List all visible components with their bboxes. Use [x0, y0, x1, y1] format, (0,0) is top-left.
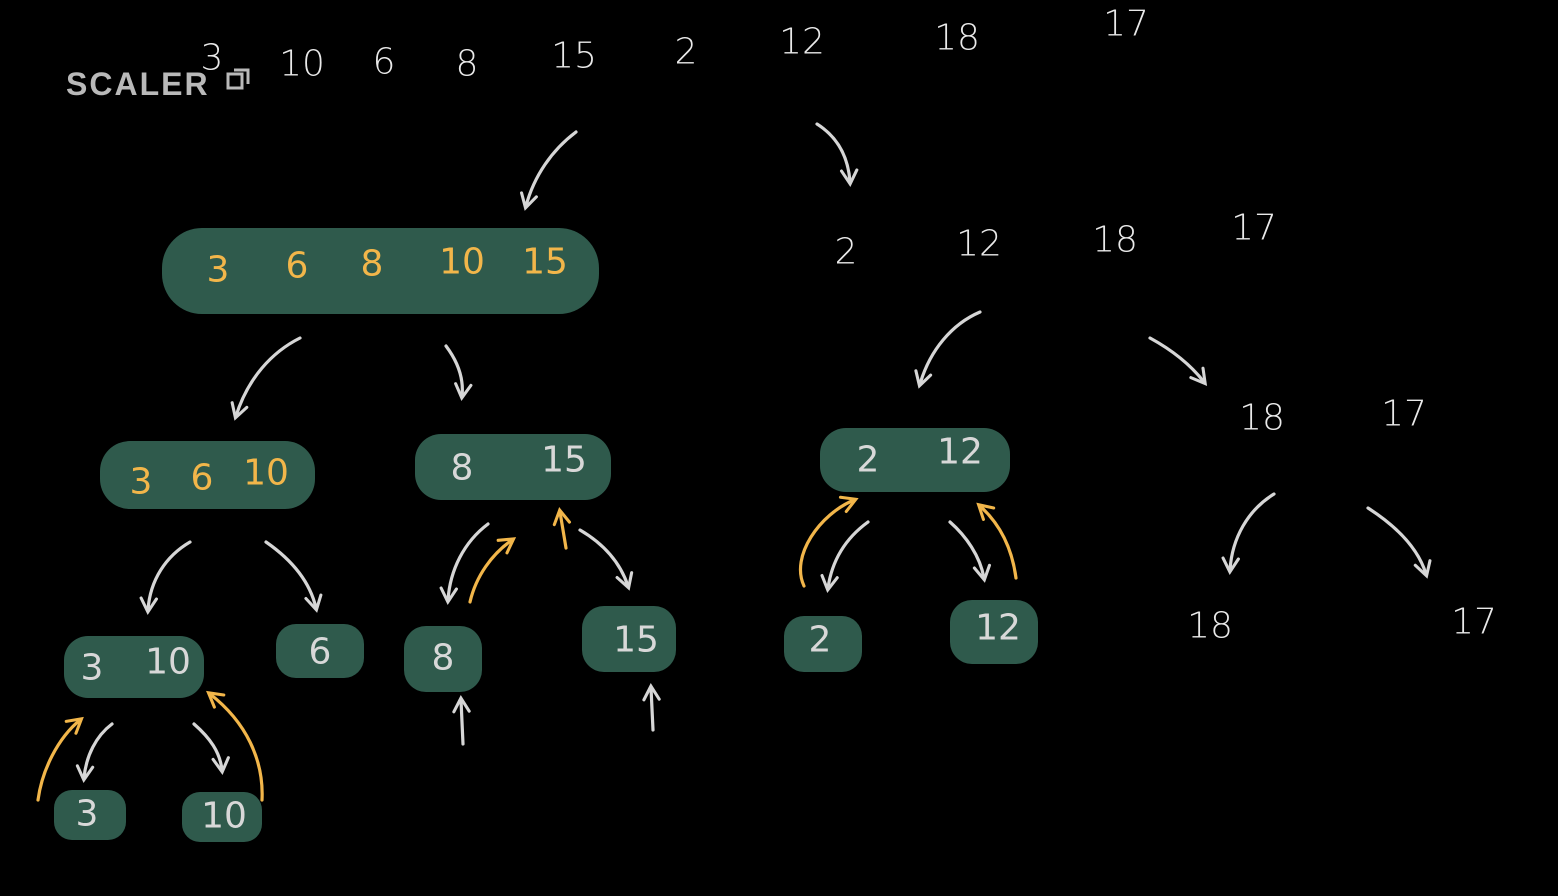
leaf-box [784, 616, 862, 672]
leaf-element: 18 [1187, 606, 1233, 647]
merged-element: 6 [191, 458, 214, 499]
split-18-17: 18 17 [1239, 394, 1427, 439]
split-arrow [75, 722, 114, 783]
split-element: 12 [956, 224, 1002, 265]
merge-arrow [552, 507, 572, 550]
merged-box [64, 636, 204, 698]
split-element: 18 [1239, 398, 1285, 439]
merged-element: 10 [439, 242, 485, 283]
merged-left-half: 3 6 8 10 15 [162, 228, 599, 314]
scaler-logo: SCALER [66, 66, 210, 102]
split-arrow [820, 520, 870, 593]
split-arrow [444, 344, 473, 401]
box-element: 3 [81, 648, 104, 689]
input-element: 3 [201, 38, 224, 79]
merge-arrow [206, 690, 264, 802]
leaf-element: 8 [432, 638, 455, 679]
split-arrow [1366, 506, 1432, 579]
input-element: 6 [373, 42, 396, 83]
merge-arrow [798, 495, 859, 588]
leaf-box [182, 792, 262, 842]
merged-box [276, 624, 364, 678]
merged-2-12: 2 12 [820, 428, 1010, 492]
merged-box [820, 428, 1010, 492]
leaf-element: 10 [201, 796, 247, 837]
split-arrow [578, 528, 634, 591]
box-element: 10 [145, 642, 191, 683]
split-arrow [264, 540, 323, 613]
leaf-12: 12 [950, 600, 1038, 664]
leaf-element: 17 [1451, 602, 1497, 643]
merged-element: 15 [522, 242, 568, 283]
merged-box [415, 434, 611, 500]
leaf-element: 3 [76, 794, 99, 835]
merged-element: 3 [207, 250, 230, 291]
split-arrow [192, 722, 230, 775]
split-arrow [1221, 492, 1276, 576]
pointer-arrow [642, 682, 661, 732]
right-half-split: 2 12 18 17 [835, 208, 1277, 273]
merged-element: 8 [361, 244, 384, 285]
merge-arrow [468, 537, 517, 604]
merged-8-15: 8 15 [415, 434, 611, 500]
split-arrow [815, 122, 859, 188]
split-arrow [914, 310, 982, 389]
input-element: 18 [934, 18, 980, 59]
leaf-2: 2 [784, 616, 862, 672]
merge-arrow [36, 716, 84, 802]
leaf-box [404, 626, 482, 692]
merged-element: 15 [541, 440, 587, 481]
input-element: 12 [779, 22, 825, 63]
input-element: 10 [279, 44, 325, 85]
split-arrow [439, 522, 490, 606]
input-element: 8 [456, 44, 479, 85]
merged-3-6-10: 3 6 10 [100, 441, 315, 509]
single-6: 6 [276, 624, 364, 678]
input-element: 15 [551, 36, 597, 77]
leaf-box [950, 600, 1038, 664]
split-arrow [520, 130, 578, 211]
split-element: 17 [1381, 394, 1427, 435]
merged-element: 10 [243, 453, 289, 494]
leaf-15: 15 [582, 606, 676, 672]
merged-box [162, 228, 599, 314]
merged-element: 6 [286, 246, 309, 287]
input-element: 17 [1103, 4, 1149, 45]
input-array: 3 10 6 8 15 2 12 18 17 [201, 4, 1149, 85]
merged-element: 8 [451, 448, 474, 489]
leaf-3: 3 [54, 790, 126, 840]
box-element: 2 [857, 440, 880, 481]
split-element: 17 [1231, 208, 1277, 249]
scaler-logo-icon [226, 68, 250, 90]
merged-box [100, 441, 315, 509]
box-element: 12 [937, 432, 983, 473]
split-element: 2 [835, 232, 858, 273]
leaf-box [582, 606, 676, 672]
split-arrow [948, 520, 992, 583]
leaf-10: 10 [182, 792, 262, 842]
split-arrow [230, 336, 302, 421]
merge-arrow [976, 502, 1018, 580]
pair-3-10: 3 10 [64, 636, 204, 698]
split-element: 18 [1092, 220, 1138, 261]
leaf-box [54, 790, 126, 840]
pointer-arrow [452, 694, 471, 746]
split-arrow [1148, 336, 1208, 386]
leaves-18-17: 18 17 [1187, 602, 1497, 647]
leaf-element: 12 [975, 608, 1021, 649]
leaf-8: 8 [404, 626, 482, 692]
leaf-element: 15 [613, 620, 659, 661]
merged-element: 3 [130, 462, 153, 503]
input-element: 2 [675, 32, 698, 73]
box-element: 6 [309, 632, 332, 673]
leaf-element: 2 [809, 620, 832, 661]
split-arrow [139, 540, 192, 616]
